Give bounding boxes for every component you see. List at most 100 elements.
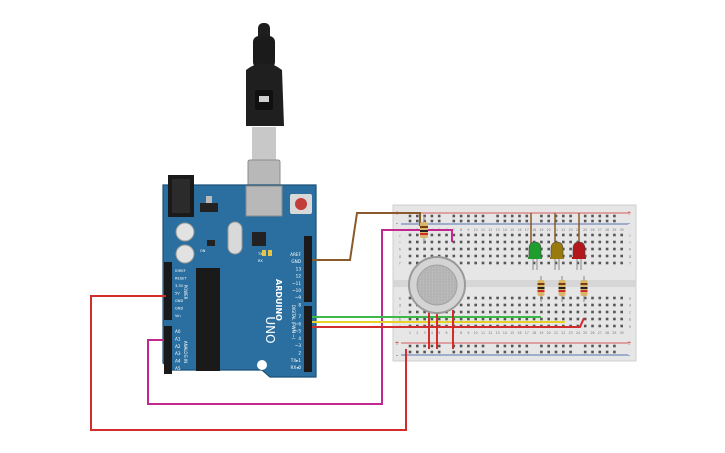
breadboard-hole — [430, 350, 434, 354]
breadboard-hole — [481, 247, 485, 251]
breadboard-col-label: 25 — [583, 228, 587, 232]
breadboard-hole — [423, 344, 426, 348]
breadboard-hole — [467, 303, 470, 307]
breadboard-hole — [416, 317, 419, 321]
breadboard-hole — [459, 350, 463, 354]
breadboard-hole — [489, 296, 492, 300]
breadboard-col-label: 1 — [409, 331, 411, 335]
breadboard-hole — [576, 296, 580, 300]
breadboard-col-label: 5 — [438, 331, 440, 335]
breadboard-hole — [591, 240, 594, 244]
breadboard-row-label: a — [629, 325, 631, 329]
breadboard-hole — [540, 344, 543, 348]
breadboard-hole — [510, 261, 514, 265]
breadboard-hole — [474, 344, 477, 348]
breadboard-col-label: 28 — [605, 331, 609, 335]
breadboard-hole — [532, 233, 536, 237]
breadboard-row-label: e — [399, 297, 401, 301]
breadboard-hole — [518, 233, 521, 237]
breadboard-hole — [503, 247, 507, 251]
breadboard-hole — [620, 247, 623, 251]
breadboard-hole — [423, 214, 426, 218]
breadboard-hole — [481, 214, 485, 218]
breadboard-hole — [510, 247, 514, 251]
breadboard-hole — [408, 240, 412, 244]
breadboard-col-label: 8 — [460, 331, 462, 335]
breadboard-row-label: b — [399, 318, 401, 322]
breadboard-hole — [445, 247, 448, 251]
breadboard-hole — [591, 350, 594, 354]
breadboard-hole — [562, 303, 565, 307]
breadboard-hole — [613, 296, 616, 300]
breadboard-hole — [481, 233, 485, 237]
breadboard-hole — [562, 240, 565, 244]
breadboard-hole — [481, 310, 485, 314]
breadboard-hole — [525, 303, 529, 307]
analog-pin-label: A4 — [175, 359, 181, 364]
header-pin-label: 12 — [296, 274, 302, 279]
breadboard-col-label: 3 — [424, 331, 426, 335]
breadboard-hole — [576, 317, 580, 321]
breadboard-hole — [481, 344, 485, 348]
breadboard-hole — [598, 214, 602, 218]
breadboard-hole — [569, 317, 572, 321]
breadboard-hole — [547, 310, 550, 314]
breadboard-hole — [474, 214, 477, 218]
power-pin-label: GND — [175, 307, 183, 311]
breadboard-hole — [437, 214, 441, 218]
breadboard-hole — [525, 247, 529, 251]
breadboard-hole — [540, 214, 543, 218]
breadboard-hole — [525, 233, 529, 237]
breadboard-col-label: 29 — [612, 331, 616, 335]
breadboard-hole — [408, 233, 412, 237]
breadboard-hole — [489, 254, 492, 258]
breadboard-hole — [598, 240, 602, 244]
breadboard-hole — [518, 240, 521, 244]
breadboard-hole — [613, 240, 616, 244]
breadboard-col-label: 12 — [488, 228, 492, 232]
breadboard-hole — [569, 261, 572, 265]
breadboard-hole — [532, 303, 536, 307]
breadboard-hole — [576, 261, 580, 265]
breadboard-hole — [518, 214, 521, 218]
breadboard-hole — [467, 254, 470, 258]
breadboard-hole — [474, 233, 477, 237]
breadboard-hole — [547, 261, 550, 265]
rail-label: - — [396, 352, 398, 359]
breadboard-hole — [540, 247, 543, 251]
breadboard-hole — [510, 296, 514, 300]
breadboard-hole — [416, 254, 419, 258]
breadboard-hole — [569, 296, 572, 300]
breadboard-hole — [591, 214, 594, 218]
breadboard-hole — [583, 310, 587, 314]
breadboard-hole — [474, 296, 477, 300]
breadboard-hole — [525, 350, 529, 354]
breadboard-hole — [605, 219, 609, 223]
breadboard-hole — [591, 344, 594, 348]
breadboard-hole — [467, 219, 470, 223]
breadboard-hole — [445, 233, 448, 237]
breadboard-hole — [496, 310, 499, 314]
breadboard-hole — [408, 214, 412, 218]
breadboard-hole — [613, 261, 616, 265]
breadboard-hole — [481, 240, 485, 244]
breadboard-hole — [518, 296, 521, 300]
led-yellow — [550, 241, 564, 259]
breadboard-col-label: 23 — [569, 228, 573, 232]
breadboard-col-label: 12 — [488, 331, 492, 335]
wire-brown — [312, 212, 421, 261]
breadboard-hole — [423, 219, 426, 223]
breadboard-col-label: 19 — [539, 228, 543, 232]
rail-label: - — [396, 220, 398, 227]
header-pin-label: 13 — [296, 266, 302, 271]
breadboard-col-label: 28 — [605, 228, 609, 232]
breadboard-hole — [583, 350, 587, 354]
breadboard-hole — [583, 296, 587, 300]
breadboard-hole — [496, 254, 499, 258]
breadboard-hole — [598, 247, 602, 251]
breadboard-hole — [620, 303, 623, 307]
breadboard-hole — [518, 261, 521, 265]
breadboard-hole — [518, 344, 521, 348]
breadboard-hole — [437, 350, 441, 354]
breadboard-col-label: 21 — [554, 228, 558, 232]
